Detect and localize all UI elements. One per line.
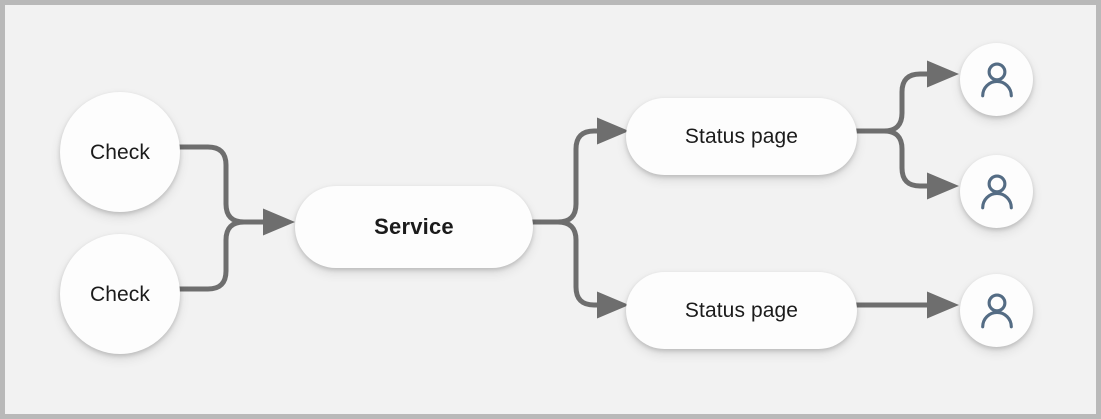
user-icon bbox=[980, 292, 1013, 328]
edge-service-sp2 bbox=[557, 219, 629, 319]
node-service-label: Service bbox=[374, 214, 454, 239]
node-status-page-1-label: Status page bbox=[684, 125, 799, 148]
node-status-page-2[interactable]: Status page bbox=[626, 272, 857, 349]
node-subscriber-2[interactable] bbox=[960, 155, 1033, 228]
edge-sp1-sub1 bbox=[883, 60, 959, 134]
node-service[interactable]: Service bbox=[295, 186, 533, 268]
edge-check2-service bbox=[176, 219, 245, 292]
node-subscriber-1[interactable] bbox=[960, 43, 1033, 116]
edge-sp1-sub2 bbox=[883, 128, 959, 200]
diagram-canvas: Check Check Service Status page Status p… bbox=[5, 5, 1096, 414]
edge-check1-service bbox=[176, 144, 245, 225]
user-icon bbox=[980, 173, 1013, 209]
node-check-2[interactable]: Check bbox=[60, 234, 180, 354]
node-check-1[interactable]: Check bbox=[60, 92, 180, 212]
node-subscriber-3[interactable] bbox=[960, 274, 1033, 347]
node-status-page-1[interactable]: Status page bbox=[626, 98, 857, 175]
node-status-page-2-label: Status page bbox=[684, 299, 799, 322]
user-icon bbox=[980, 61, 1013, 97]
node-check-1-label: Check bbox=[89, 140, 151, 164]
edge-service-sp1 bbox=[557, 117, 629, 225]
node-check-2-label: Check bbox=[89, 282, 151, 306]
